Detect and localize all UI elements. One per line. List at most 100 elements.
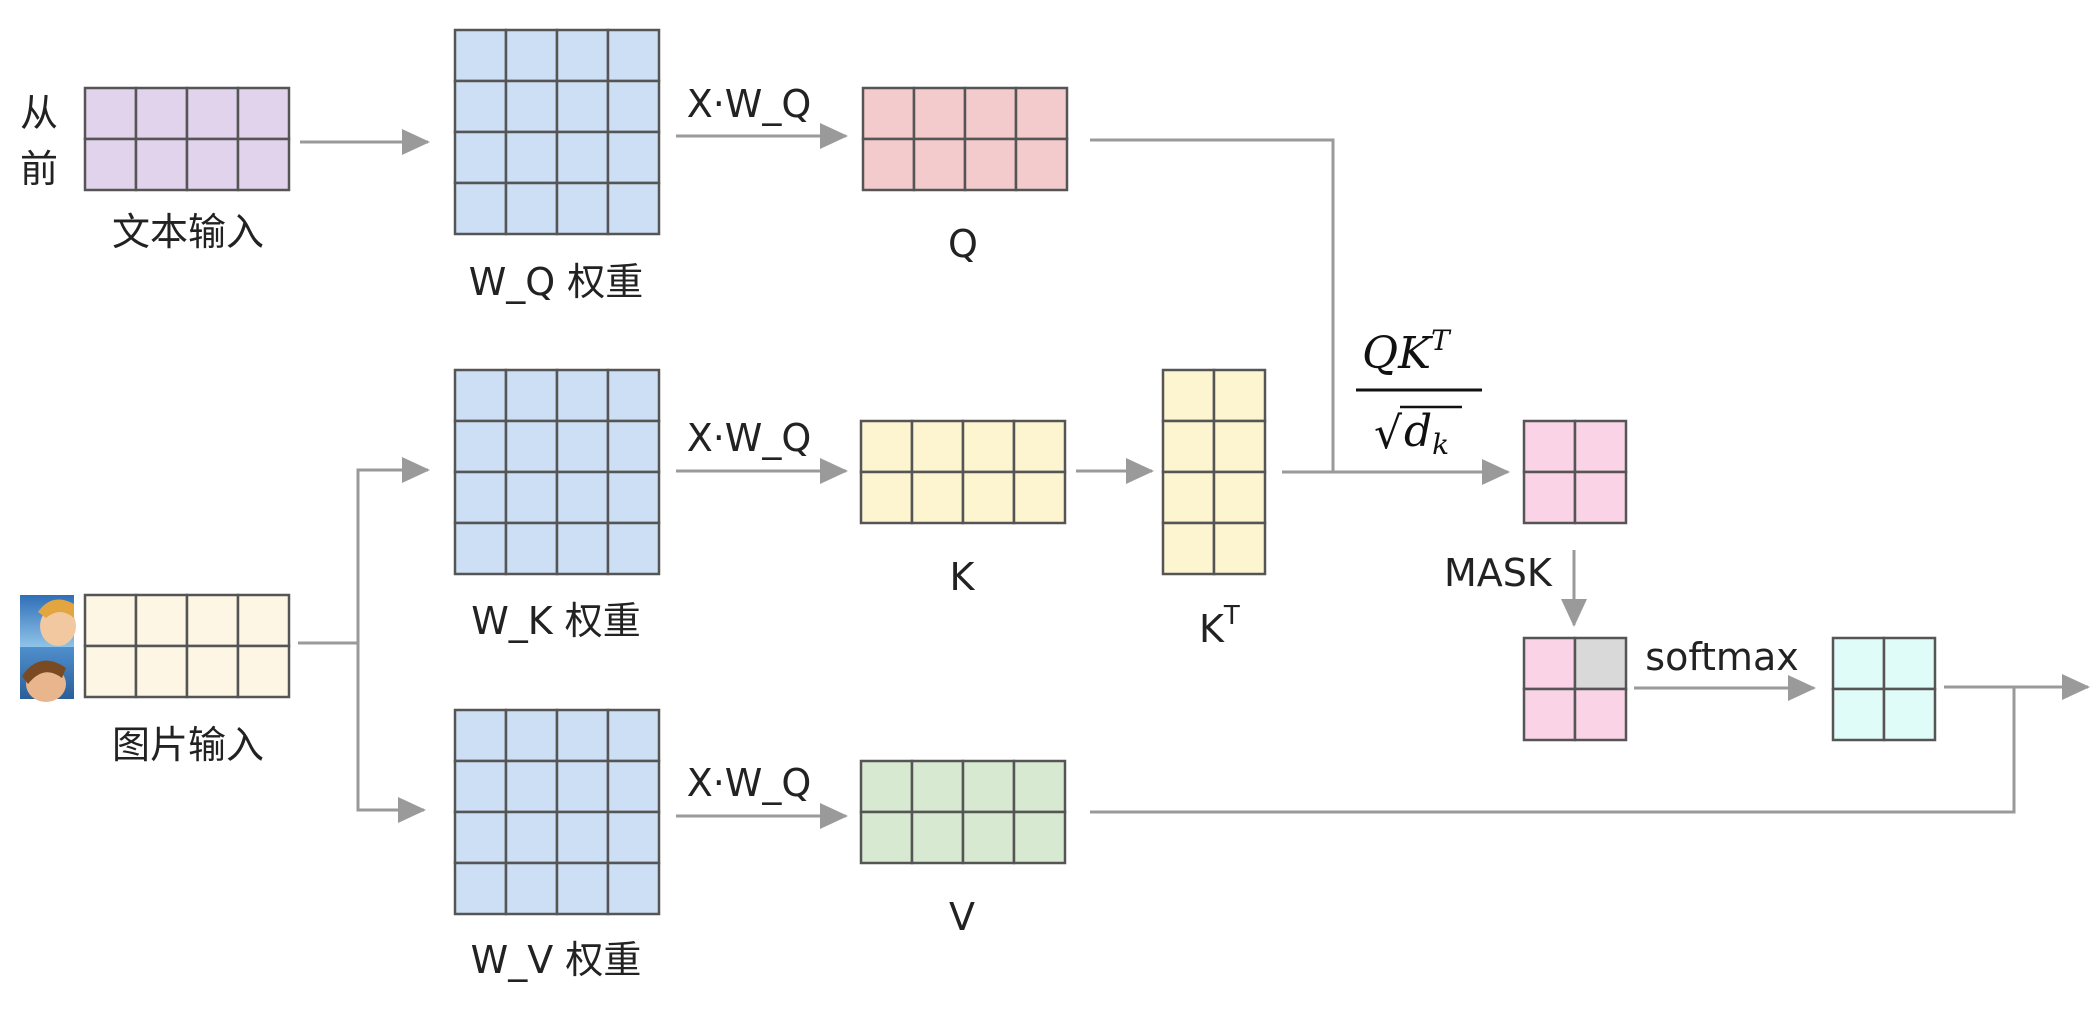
matrix-cell [555, 130, 610, 185]
matrix-cell [1012, 470, 1067, 525]
matrix-cell [1522, 419, 1577, 474]
softmax-label: softmax [1645, 635, 1798, 679]
matrix-cell [912, 137, 967, 192]
matrix-cell [1573, 470, 1628, 525]
formula-denominator-sub: k [1432, 428, 1449, 461]
matrix-cell [236, 644, 291, 699]
matrix-cell [504, 861, 559, 916]
matrix-cell [504, 521, 559, 576]
matrix-cell [453, 368, 508, 423]
q-label: Q [948, 222, 978, 266]
formula-numerator-sup: T [1431, 324, 1452, 357]
matrix-cell [861, 86, 916, 141]
matrix-cell [236, 593, 291, 648]
matrix-cell [504, 130, 559, 185]
matrix-cell [1573, 636, 1628, 691]
matrix-cell [453, 28, 508, 83]
arrow-image-to-wv [356, 643, 426, 823]
mask-label: MASK [1444, 551, 1553, 595]
matrix-cell [1882, 636, 1937, 691]
matrix-cell [134, 644, 189, 699]
matrix-cell [83, 593, 138, 648]
matrix-cell [606, 759, 661, 814]
matrix-cell [185, 593, 240, 648]
matrix-cell [555, 861, 610, 916]
matrix-cell [83, 137, 138, 192]
matrix-cell [1882, 687, 1937, 742]
matrix-cell [504, 181, 559, 236]
matrix-cell [606, 470, 661, 525]
line-v-to-out [1090, 687, 2016, 814]
wk-label: W_K 权重 [471, 599, 641, 643]
proj-v-label: X·W_Q [687, 761, 812, 805]
matrix-cell [504, 759, 559, 814]
matrix-cell [1161, 470, 1216, 525]
formula-numerator: QKT [1362, 324, 1452, 379]
matrix-cell [555, 79, 610, 134]
matrix-cell [134, 86, 189, 141]
matrix-cell [504, 79, 559, 134]
matrix-cell [453, 861, 508, 916]
text-input-matrix [83, 86, 291, 192]
matrix-cell [1012, 419, 1067, 474]
matrix-cell [555, 368, 610, 423]
matrix-cell [453, 470, 508, 525]
q-matrix [861, 86, 1069, 192]
matrix-cell [185, 137, 240, 192]
matrix-cell [1212, 470, 1267, 525]
masked-scores-matrix [1522, 636, 1628, 742]
matrix-cell [185, 644, 240, 699]
matrix-cell [453, 79, 508, 134]
matrix-cell [961, 810, 1016, 865]
line-q-to-join [1090, 138, 1335, 472]
matrix-cell [453, 419, 508, 474]
wq-label: W_Q 权重 [469, 260, 644, 304]
matrix-cell [910, 470, 965, 525]
matrix-cell [1522, 470, 1577, 525]
kt-sup: T [1223, 601, 1240, 631]
matrix-cell [606, 130, 661, 185]
matrix-cell [859, 470, 914, 525]
matrix-cell [961, 759, 1016, 814]
softmax-output-matrix [1831, 636, 1937, 742]
matrix-cell [606, 419, 661, 474]
matrix-cell [504, 368, 559, 423]
v-label: V [949, 895, 975, 939]
proj-k-label: X·W_Q [687, 416, 812, 460]
matrix-cell [453, 130, 508, 185]
matrix-cell [1522, 636, 1577, 691]
v-matrix [859, 759, 1067, 865]
matrix-cell [555, 470, 610, 525]
matrix-cell [453, 759, 508, 814]
wq-matrix [453, 28, 661, 236]
matrix-cell [1161, 368, 1216, 423]
matrix-cell [1212, 368, 1267, 423]
matrix-cell [134, 593, 189, 648]
wk-matrix [453, 368, 661, 576]
matrix-cell [606, 28, 661, 83]
matrix-cell [1014, 137, 1069, 192]
matrix-cell [606, 861, 661, 916]
kt-base: K [1199, 607, 1225, 651]
image-input-label: 图片输入 [112, 723, 264, 767]
matrix-cell [1212, 521, 1267, 576]
matrix-cell [912, 86, 967, 141]
matrix-cell [606, 368, 661, 423]
matrix-cell [83, 644, 138, 699]
formula-qk: QK [1362, 328, 1433, 379]
matrix-cell [1012, 810, 1067, 865]
matrix-cell [606, 810, 661, 865]
text-input-label: 文本输入 [112, 210, 264, 254]
text-token-2: 前 [20, 147, 58, 191]
matrix-cell [453, 521, 508, 576]
matrix-cell [236, 137, 291, 192]
matrix-cell [504, 470, 559, 525]
connectors [298, 123, 2090, 829]
matrix-cell [185, 86, 240, 141]
matrix-cell [1014, 86, 1069, 141]
matrix-cell [453, 810, 508, 865]
matrix-cell [859, 759, 914, 814]
matrix-cell [859, 419, 914, 474]
matrix-cell [555, 521, 610, 576]
